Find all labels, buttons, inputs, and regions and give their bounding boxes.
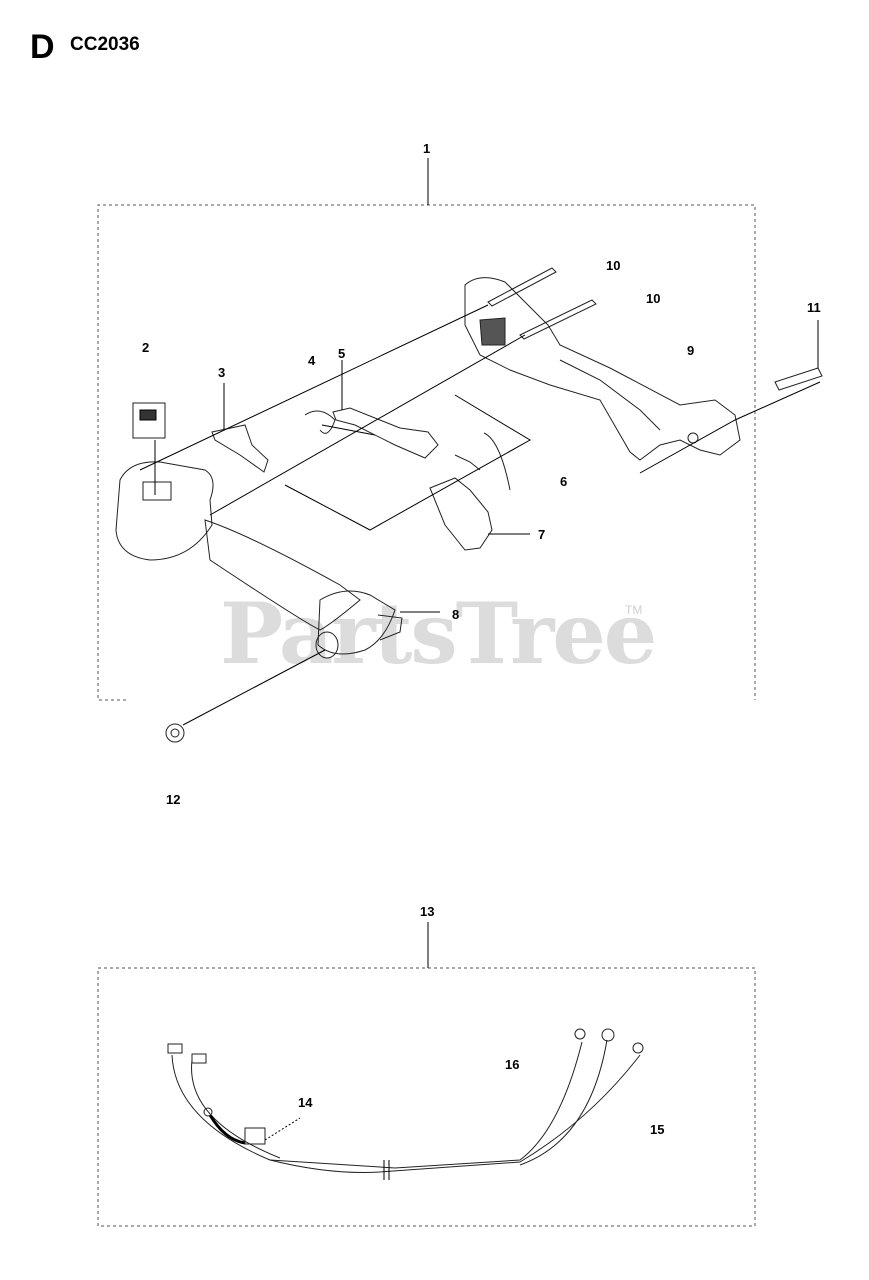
callout-15: 15 [650, 1122, 665, 1137]
grip-block [115, 461, 214, 561]
watermark-text: PartsTree [220, 584, 657, 683]
trigger-shell [429, 477, 493, 551]
switch-slot [142, 481, 172, 501]
assembly-box-1 [97, 204, 756, 701]
grip-clamp [377, 614, 403, 641]
watermark-tm: TM [625, 603, 643, 617]
assembly-box-13 [97, 967, 756, 1227]
callout-6: 6 [560, 474, 568, 489]
spring-part [304, 410, 336, 434]
callout-9: 9 [687, 343, 695, 358]
trigger-part [332, 407, 439, 459]
callout-10a: 10 [606, 258, 621, 273]
lockout-part [211, 424, 269, 473]
callout-10b: 10 [646, 291, 661, 306]
grip-bore [315, 631, 339, 659]
callout-5: 5 [338, 346, 346, 361]
callout-2: 2 [142, 340, 150, 355]
callout-1: 1 [423, 141, 431, 156]
model-number: CC2036 [70, 34, 140, 55]
switch-14 [208, 1114, 246, 1145]
callout-3: 3 [218, 365, 226, 380]
callout-14: 14 [298, 1095, 313, 1110]
screw-10a [487, 267, 557, 307]
callout-11: 11 [807, 300, 821, 315]
tube-grip [204, 519, 361, 631]
screw-11 [774, 367, 823, 391]
nut-12 [165, 723, 185, 743]
callout-16: 16 [505, 1057, 520, 1072]
callout-12: 12 [166, 792, 181, 807]
section-letter: D [30, 28, 55, 66]
wire-harness [171, 1054, 641, 1173]
switch-part [132, 402, 166, 439]
handle-frame [464, 277, 741, 461]
callout-4: 4 [308, 353, 316, 368]
screw-10b [519, 299, 597, 340]
callout-7: 7 [538, 527, 546, 542]
callout-13: 13 [420, 904, 435, 919]
callout-8: 8 [452, 607, 460, 622]
grip-nose [317, 590, 396, 655]
